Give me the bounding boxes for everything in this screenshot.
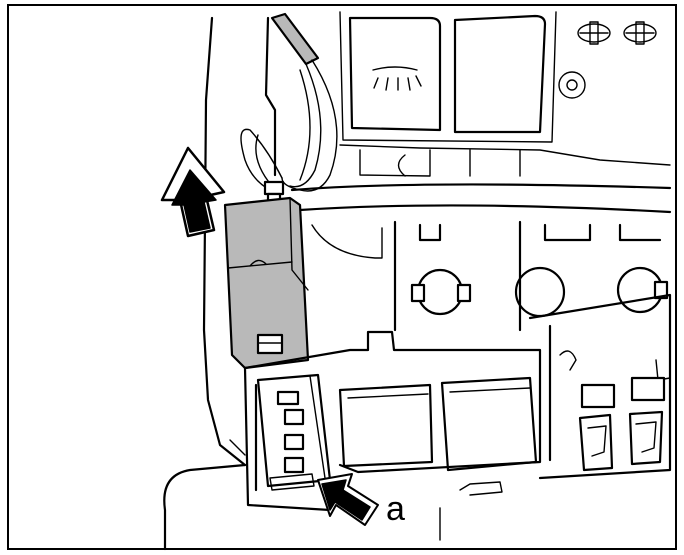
ring-icon: [558, 71, 586, 99]
wire-harness: [240, 12, 338, 192]
lamp-icon: [372, 66, 422, 91]
side-bracket: [528, 293, 672, 480]
dome-lamp-housing: [339, 11, 657, 177]
control-module: [223, 196, 310, 370]
lamp-sockets: [393, 220, 669, 332]
cable-guide: [311, 224, 383, 259]
removal-direction-arrow-icon: [160, 146, 226, 238]
callout-label-a: a: [386, 490, 405, 528]
wire-connector: [263, 180, 285, 204]
lower-bracket: [243, 330, 542, 541]
bulb-symbol-icon: [577, 21, 657, 45]
clip-pointer-arrow-icon: [317, 473, 379, 526]
